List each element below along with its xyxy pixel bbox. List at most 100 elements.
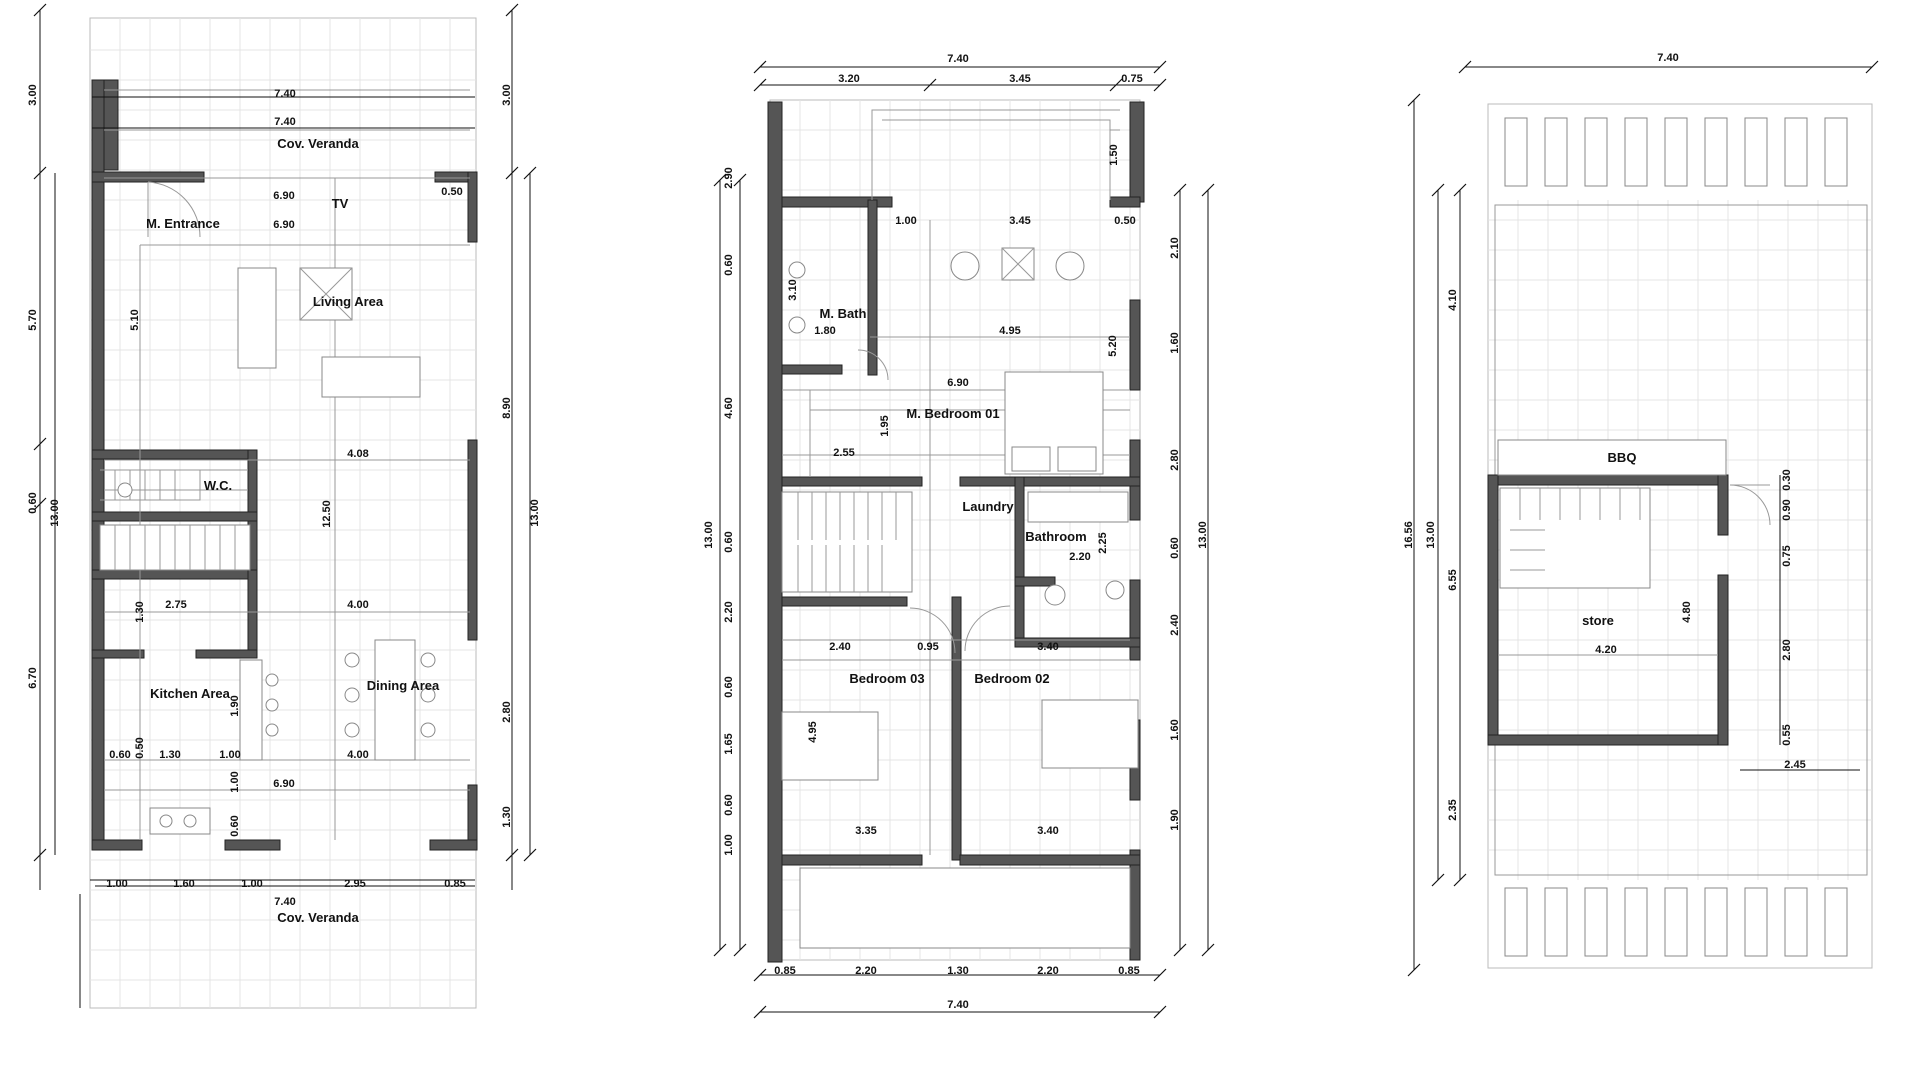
sofa-icon — [237, 267, 277, 369]
dim-label: 16.56 — [1403, 521, 1415, 549]
dim-label: 6.70 — [27, 667, 39, 688]
dim-label: 1.90 — [1169, 809, 1181, 830]
dim-label: 0.60 — [723, 676, 735, 697]
dim-label: 1.90 — [229, 695, 241, 716]
dim-label: 1.65 — [723, 733, 735, 754]
sofa-icon — [321, 356, 421, 398]
dim-label: 3.40 — [1037, 825, 1058, 837]
entrance-label: M. Entrance — [146, 216, 220, 231]
roof-plan: BBQ store 7.40 16.56 13.00 4.10 6.55 2.3… — [1403, 52, 1873, 970]
dim-label: 2.25 — [1097, 532, 1109, 553]
dim-label: 2.90 — [723, 167, 735, 188]
dim-label: 2.80 — [1781, 639, 1793, 660]
dim-label: 6.55 — [1447, 569, 1459, 590]
dim-label: 2.20 — [723, 601, 735, 622]
bathtub-icon — [1027, 491, 1129, 523]
dim-label: 0.60 — [109, 749, 130, 761]
dim-label: 6.90 — [947, 377, 968, 389]
living-area-label: Living Area — [313, 294, 384, 309]
bedroom-03-label: Bedroom 03 — [849, 671, 924, 686]
dim-label: 1.50 — [1108, 144, 1120, 165]
dim-label: 0.90 — [1781, 499, 1793, 520]
dim-label: 4.95 — [999, 325, 1020, 337]
dim-label: 1.30 — [947, 965, 968, 977]
dim-label: 3.00 — [501, 84, 513, 105]
dim-label: 6.90 — [273, 778, 294, 790]
dim-label: 1.00 — [229, 771, 241, 792]
ground-floor-walls — [91, 79, 478, 851]
dim-label: 7.40 — [947, 999, 968, 1011]
dim-label: 1.80 — [814, 325, 835, 337]
dim-label: 0.60 — [723, 794, 735, 815]
dim-label: 0.50 — [1114, 215, 1135, 227]
toilet-icon — [1105, 580, 1125, 600]
dim-label: 3.45 — [1009, 73, 1030, 85]
dim-label: 1.00 — [895, 215, 916, 227]
sink-icon — [788, 316, 806, 334]
dim-label: 2.35 — [1447, 799, 1459, 820]
kitchen-counter-icon — [239, 659, 263, 761]
dim-label: 0.60 — [27, 492, 39, 513]
dim-label: 4.20 — [1595, 644, 1616, 656]
dim-label: 0.85 — [774, 965, 795, 977]
dim-label: 4.10 — [1447, 289, 1459, 310]
dim-label: 1.00 — [219, 749, 240, 761]
dim-label: 3.10 — [787, 279, 799, 300]
dim-label: 0.50 — [134, 737, 146, 758]
dim-label: 1.95 — [879, 415, 891, 436]
dim-label: 2.75 — [165, 599, 186, 611]
dim-label: 0.50 — [441, 186, 462, 198]
dim-label: 0.85 — [1118, 965, 1139, 977]
dim-label: 3.20 — [838, 73, 859, 85]
dim-label: 7.40 — [274, 116, 295, 128]
laundry-label: Laundry — [962, 499, 1014, 514]
ground-floor-dimension-lines — [39, 10, 531, 1008]
dim-label: 13.00 — [1197, 521, 1209, 549]
dim-label: 2.80 — [1169, 449, 1181, 470]
master-bedroom-label: M. Bedroom 01 — [906, 406, 999, 421]
dim-label: 6.90 — [273, 190, 294, 202]
dim-label: 7.40 — [1657, 52, 1678, 64]
roof-dimension-lines — [1413, 66, 1872, 970]
dim-label: 1.00 — [723, 834, 735, 855]
dim-label: 1.60 — [173, 878, 194, 890]
toilet-icon — [788, 261, 806, 279]
sink-icon — [149, 807, 211, 835]
dim-label: 2.20 — [1069, 551, 1090, 563]
dim-label: 0.55 — [1781, 724, 1793, 745]
store-label: store — [1582, 613, 1614, 628]
dim-label: 0.60 — [229, 815, 241, 836]
first-floor-plan: M. Bath M. Bedroom 01 Laundry Bathroom B… — [703, 53, 1209, 1013]
dim-label: 1.00 — [106, 878, 127, 890]
dim-label: 4.95 — [807, 721, 819, 742]
toilet-icon — [117, 482, 133, 498]
dim-label: 7.40 — [274, 88, 295, 100]
dim-label: 0.75 — [1781, 545, 1793, 566]
dim-label: 13.00 — [1425, 521, 1437, 549]
dim-label: 13.00 — [529, 499, 541, 527]
dim-label: 3.00 — [27, 84, 39, 105]
stairs-icon — [781, 491, 913, 593]
dim-label: 0.85 — [444, 878, 465, 890]
bed-icon — [1041, 699, 1139, 769]
dim-label: 5.70 — [27, 309, 39, 330]
balcony-rail-icon — [799, 867, 1131, 949]
ground-floor-fixtures — [99, 89, 470, 840]
pillow-icon — [1057, 446, 1097, 472]
dim-label: 2.40 — [829, 641, 850, 653]
dim-label: 13.00 — [703, 521, 715, 549]
ground-floor-plan: Cov. Veranda M. Entrance TV Living Area … — [27, 10, 541, 1009]
bed-icon — [781, 711, 879, 781]
dim-label: 7.40 — [274, 896, 295, 908]
dim-label: 3.35 — [855, 825, 876, 837]
dim-label: 1.60 — [1169, 332, 1181, 353]
roof-walls — [1487, 439, 1771, 746]
veranda-label-bottom: Cov. Veranda — [277, 910, 359, 925]
wc-label: W.C. — [204, 478, 232, 493]
dim-label: 1.00 — [241, 878, 262, 890]
bedroom-02-label: Bedroom 02 — [974, 671, 1049, 686]
veranda-label-top: Cov. Veranda — [277, 136, 359, 151]
dim-label: 5.10 — [129, 309, 141, 330]
armchair-icon — [950, 251, 980, 281]
dim-label: 6.90 — [273, 219, 294, 231]
